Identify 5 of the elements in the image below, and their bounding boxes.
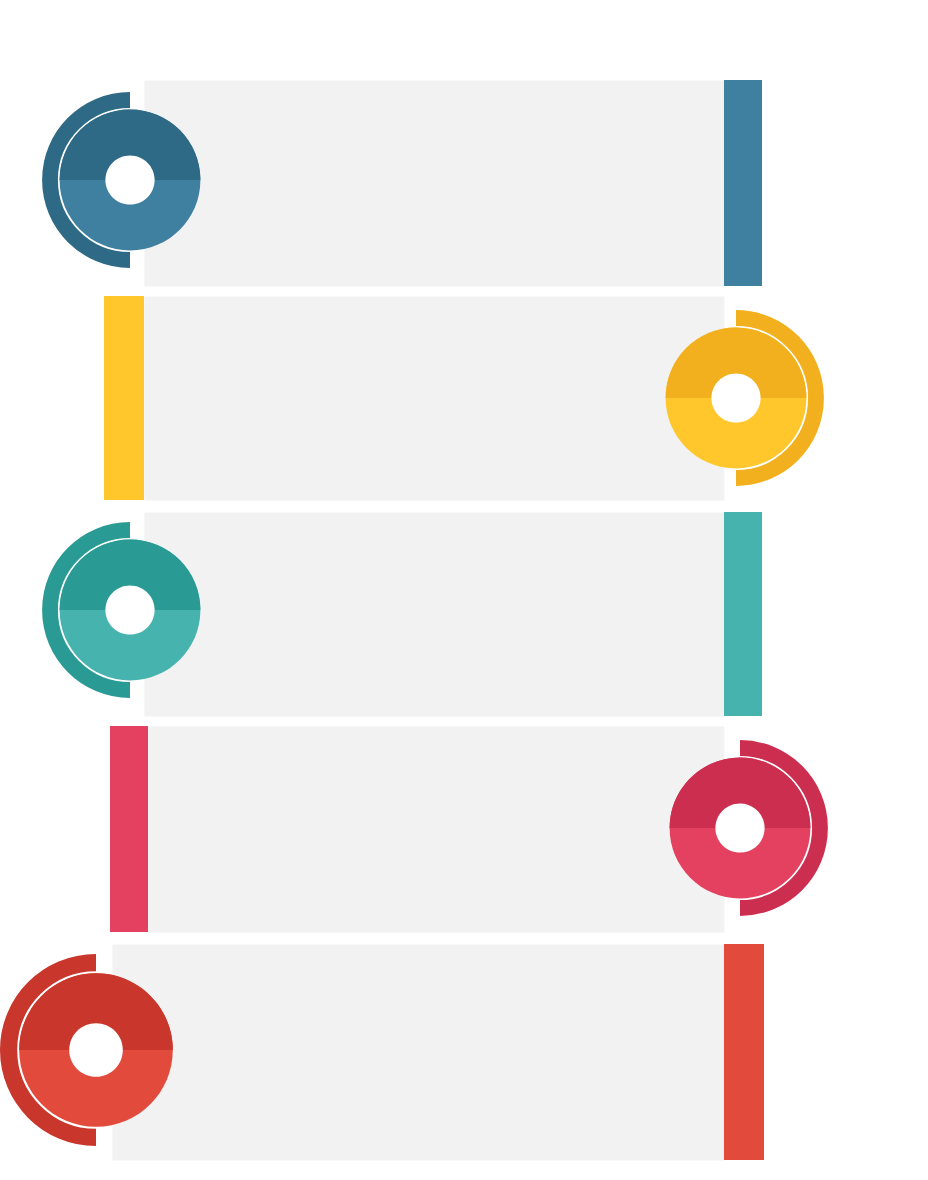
panel [104,296,725,501]
panel [144,80,762,287]
panel [112,944,764,1161]
panel [144,512,762,717]
panel [110,726,725,933]
